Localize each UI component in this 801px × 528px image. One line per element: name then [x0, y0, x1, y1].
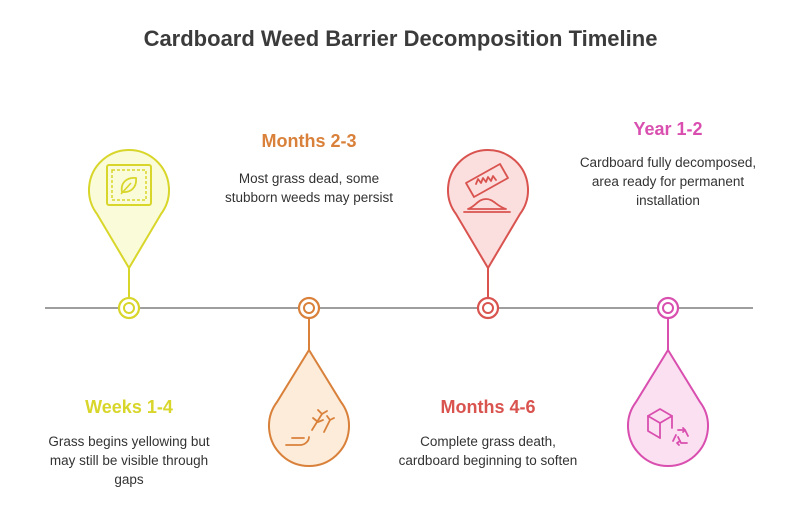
stage-months23-marker	[268, 296, 350, 467]
stage-weeks-marker	[88, 149, 170, 320]
stage-months46-label: Months 4-6	[440, 397, 536, 417]
stage-year-marker	[627, 296, 709, 467]
pin-weeks	[88, 149, 170, 270]
leaf-in-frame-icon	[106, 164, 152, 206]
stage-weeks-description: Grass begins yellowing but may still be …	[48, 434, 210, 487]
wilting-plant-icon	[285, 409, 335, 446]
stage-months23-label: Months 2-3	[261, 131, 357, 151]
stage-year-label: Year 1-2	[633, 119, 703, 139]
stage-weeks-label: Weeks 1-4	[85, 397, 173, 417]
stage-months46-description: Complete grass death, cardboard beginnin…	[398, 434, 578, 468]
box-recycle-icon	[647, 408, 689, 446]
pin-year	[627, 348, 709, 467]
pin-months23	[268, 348, 350, 467]
stage-months23-description: Most grass dead, some stubborn weeds may…	[224, 171, 394, 205]
stage-year-description: Cardboard fully decomposed, area ready f…	[579, 155, 757, 208]
cardboard-soften-icon	[463, 163, 511, 213]
page-title: Cardboard Weed Barrier Decomposition Tim…	[143, 26, 658, 51]
stage-months46-marker	[447, 149, 529, 320]
